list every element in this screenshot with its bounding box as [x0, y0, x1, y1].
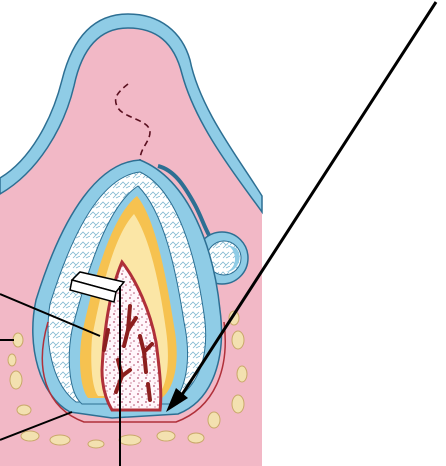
diagram-canvas	[0, 0, 446, 466]
tooth-germ-diagram	[0, 0, 446, 466]
